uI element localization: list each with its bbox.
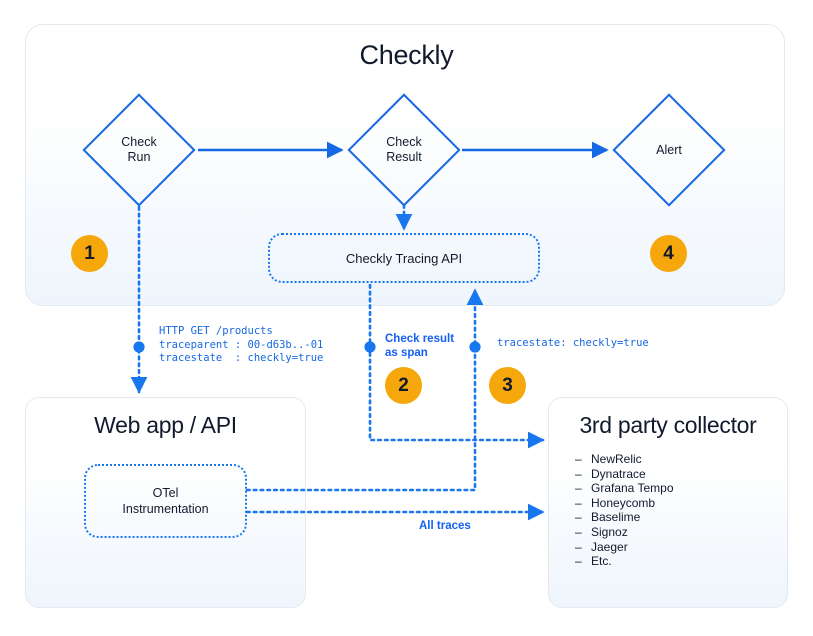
edge-tracing-api-to-collector xyxy=(368,283,545,449)
step-badge-4: 4 xyxy=(650,235,687,272)
annotation-dot-3 xyxy=(469,341,481,353)
annotation-tracestate: tracestate: checkly=true xyxy=(497,337,649,349)
list-item-dash: – xyxy=(575,481,582,496)
node-check-result[interactable]: Check Result xyxy=(347,93,461,207)
annotation-check-result-as-span: Check result as span xyxy=(385,332,454,360)
list-item-label: Baselime xyxy=(591,510,641,525)
list-item: –Grafana Tempo xyxy=(575,481,775,496)
node-check-run-label-line2: Run xyxy=(127,150,151,164)
node-check-result-label-line2: Result xyxy=(386,150,422,164)
web-app-title: Web app / API xyxy=(94,412,237,438)
list-item-label: Signoz xyxy=(591,524,628,539)
panel-3rd-party-collector xyxy=(548,397,788,608)
node-alert-label: Alert xyxy=(612,93,726,207)
list-item: –Baselime xyxy=(575,510,775,525)
annotation-dot-2 xyxy=(364,341,376,353)
annotation-check-result-as-span-line1: Check result xyxy=(385,333,455,345)
step-badge-3: 3 xyxy=(489,367,526,404)
list-item: –Dynatrace xyxy=(575,467,775,482)
list-item-dash: – xyxy=(575,495,582,510)
collector-title: 3rd party collector xyxy=(579,412,757,438)
node-checkly-tracing-api[interactable]: Checkly Tracing API xyxy=(268,233,540,283)
node-check-run-label: Check Run xyxy=(82,93,196,207)
list-item-dash: – xyxy=(575,466,582,481)
otel-label-line1: OTel xyxy=(152,486,179,500)
node-otel-instrumentation[interactable]: OTel Instrumentation xyxy=(84,464,247,538)
node-check-result-label-line1: Check xyxy=(386,135,422,149)
node-check-result-label: Check Result xyxy=(347,93,461,207)
annotation-dot-1 xyxy=(133,341,145,353)
node-check-run[interactable]: Check Run xyxy=(82,93,196,207)
tracing-api-label: Checkly Tracing API xyxy=(345,250,463,266)
list-item-dash: – xyxy=(575,524,582,539)
list-item: –NewRelic xyxy=(575,452,775,467)
otel-label: OTel Instrumentation xyxy=(122,485,208,517)
list-item-label: Honeycomb xyxy=(591,495,656,510)
list-item-dash: – xyxy=(575,452,582,466)
annotation-check-result-as-span-line2: as span xyxy=(385,347,428,359)
list-item-dash: – xyxy=(575,539,582,554)
list-item: –Etc. xyxy=(575,554,775,569)
annotation-http-headers: HTTP GET /products traceparent : 00-d63b… xyxy=(159,325,324,364)
collector-list: –NewRelic–Dynatrace–Grafana Tempo–Honeyc… xyxy=(575,452,775,569)
step-badge-2: 2 xyxy=(385,367,422,404)
step-badge-1: 1 xyxy=(71,235,108,272)
node-check-run-label-line1: Check xyxy=(121,135,157,149)
list-item-label: Dynatrace xyxy=(591,466,646,481)
otel-label-line2: Instrumentation xyxy=(122,502,209,516)
list-item: –Honeycomb xyxy=(575,496,775,511)
list-item-label: Grafana Tempo xyxy=(591,481,674,496)
node-alert[interactable]: Alert xyxy=(612,93,726,207)
list-item-label: Etc. xyxy=(591,554,612,569)
list-item: –Signoz xyxy=(575,525,775,540)
list-item-dash: – xyxy=(575,510,582,525)
list-item-label: NewRelic xyxy=(591,452,642,466)
annotation-all-traces: All traces xyxy=(419,520,471,532)
page-title: Checkly xyxy=(359,40,454,70)
list-item-label: Jaeger xyxy=(591,539,628,554)
list-item: –Jaeger xyxy=(575,540,775,555)
list-item-dash: – xyxy=(575,554,582,569)
node-alert-label-line1: Alert xyxy=(656,142,682,157)
